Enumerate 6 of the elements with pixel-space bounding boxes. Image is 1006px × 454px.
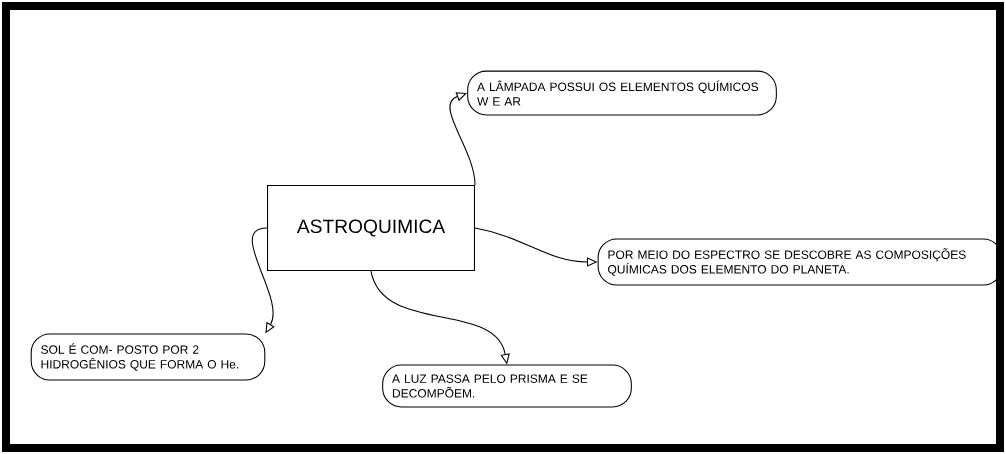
text-bubble: POR MEIO DO ESPECTRO SE DESCOBRE AS COMPOSIÇÕES QUÍMICAS DOS ELEMENTO DO PLANETA. <box>597 238 1003 286</box>
text-bubble: A LÂMPADA POSSUI OS ELEMENTOS QUÍMICOS W E AR <box>467 70 777 116</box>
text-bubble: SOL É COM- POSTO POR 2 HIDROGÊNIOS QUE FORMA O He. <box>30 333 266 381</box>
text-bubble: A LUZ PASSA PELO PRISMA E SE DECOMPÕEM. <box>382 364 632 408</box>
central-topic-box: ASTROQUIMICA <box>267 184 475 272</box>
arrow <box>449 92 476 186</box>
